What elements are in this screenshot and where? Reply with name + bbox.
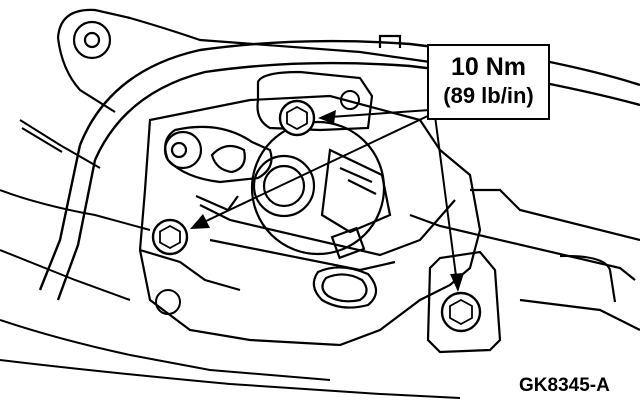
bolt-lower-right: [440, 291, 482, 333]
leader-line-upper: [318, 109, 431, 124]
figure-code: GK8345-A: [519, 375, 610, 396]
torque-callout: 10 Nm (89 lb/in): [427, 44, 550, 120]
lower-right-bracket: [409, 188, 640, 354]
torque-value-nm: 10 Nm: [450, 53, 527, 81]
leader-line-lower-right: [434, 115, 464, 292]
panel-holes: [155, 90, 360, 315]
wiper-link-arm: [38, 39, 640, 301]
leader-line-left: [190, 113, 433, 229]
body-panel: [0, 119, 461, 399]
bolt-upper: [278, 99, 316, 137]
bolt-left: [151, 218, 189, 256]
slotted-opening: [312, 266, 378, 309]
upper-bracket: [56, 8, 431, 113]
torque-value-lbin: (89 lb/in): [443, 83, 534, 108]
crank-arm: [163, 125, 273, 212]
motor-drive-housing: [250, 120, 392, 260]
